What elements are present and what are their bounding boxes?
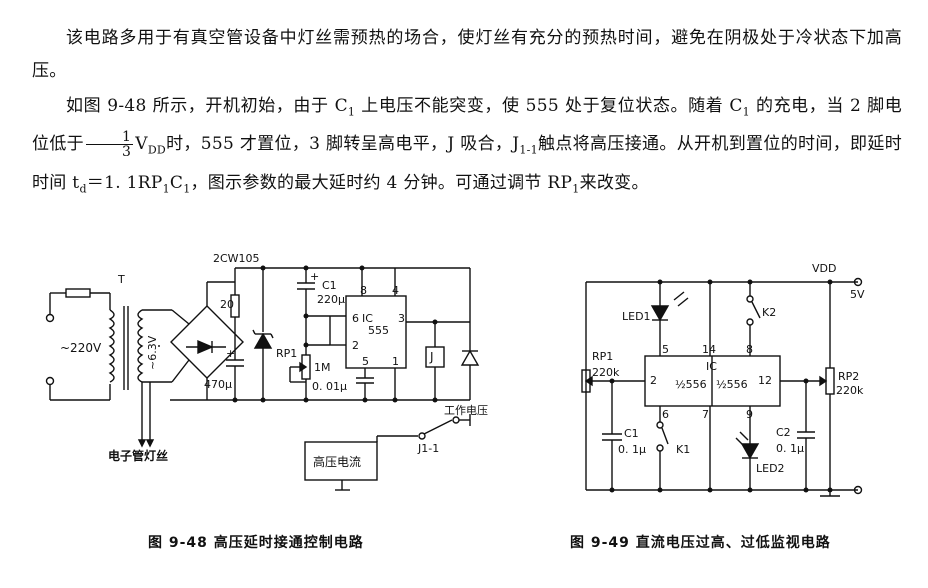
ac-input-label: ~220V	[60, 341, 102, 355]
plus-sign-c1: +	[310, 270, 319, 283]
transformer-label: T	[117, 273, 125, 286]
ic-pin-5: 5	[362, 355, 369, 368]
rp2-value: 220k	[836, 384, 864, 397]
hv-box-label: 高压电流	[313, 454, 361, 469]
figure-caption-9-48: 图 9-48 高压延时接通控制电路	[148, 535, 364, 551]
text-run: 如图 9-48 所示，开机初始，由于 C	[66, 96, 348, 116]
fraction-denominator: 3	[122, 144, 132, 161]
text-run: V	[135, 134, 148, 155]
ic2-pin-8: 8	[746, 343, 753, 356]
text-run: 时，555 才置位，3 脚转呈高电平，J 吸合，J	[166, 134, 520, 155]
k1-label: K1	[676, 443, 690, 456]
led2-label: LED2	[756, 462, 785, 475]
text-run: 的充电，当 2 脚电位低于	[32, 96, 903, 155]
ic-label: IC	[362, 312, 373, 325]
relay-label: J	[429, 350, 434, 364]
c1-label: C1	[624, 427, 639, 440]
ic-pin-6: 6	[352, 312, 359, 325]
cap-001-label: 0. 01μ	[312, 380, 347, 393]
ic2-pin-14: 14	[702, 343, 716, 356]
cap-470-label: 470μ	[204, 378, 232, 391]
ic2-pin-7: 7	[702, 408, 709, 421]
subscript: 1-1	[519, 143, 538, 157]
fraction-numerator: 1	[86, 130, 134, 146]
ic-pin-2: 2	[352, 339, 359, 352]
subscript: 1	[347, 105, 356, 119]
ic2-pin-2: 2	[650, 374, 657, 387]
filament-label: 电子管灯丝	[108, 448, 168, 463]
text-run: 触点将高压接通。从开机到置位的时间，即延时时间 t	[32, 134, 902, 193]
ic2-pin-12: 12	[758, 374, 772, 387]
r20-label: 20	[220, 298, 234, 311]
rp1-left-value: 220k	[592, 366, 620, 379]
ic-number: 555	[368, 324, 389, 337]
subscript: 1	[162, 182, 170, 196]
ic-pin-4: 4	[392, 284, 399, 297]
ic-pin-8: 8	[360, 284, 367, 297]
contact-label: J1-1	[417, 442, 439, 455]
ic-pin-1: 1	[392, 355, 399, 368]
v5-label: 5V	[850, 288, 865, 301]
ic2-half-1: ½556	[675, 378, 707, 391]
ic-pin-3: 3	[398, 312, 405, 325]
ic2-half-2: ½556	[716, 378, 748, 391]
k2-label: K2	[762, 306, 776, 319]
zener-label: 2CW105	[213, 252, 260, 265]
subscript: DD	[147, 143, 167, 157]
c2-label: C2	[776, 426, 791, 439]
subscript: d	[79, 182, 87, 196]
text-run: 来改变。	[579, 172, 649, 193]
work-voltage-label: 工作电压	[444, 404, 488, 417]
text-run: 上电压不能突变，使 555 处于复位状态。随着 C	[355, 96, 743, 116]
text-run: ，图示参数的最大延时约 4 分钟。可通过调节 RP	[190, 172, 573, 193]
cap-c1-label: C1	[322, 279, 337, 292]
paragraph-intro: 该电路多用于有真空管设备中灯丝需预热的场合，使灯丝有充分的预热时间，避免在阴极处…	[32, 28, 902, 81]
c2-value: 0. 1μ	[776, 442, 804, 455]
subscript: 1	[183, 182, 191, 196]
c1-value: 0. 1μ	[618, 443, 646, 456]
rp1-value: 1M	[314, 361, 331, 374]
secondary-voltage-label: ~6.3V	[146, 335, 159, 370]
vdd-label: VDD	[812, 262, 836, 275]
cap-c1-value: 220μ	[317, 293, 345, 306]
rp1-label: RP1	[276, 347, 297, 360]
rp1-left-label: RP1	[592, 350, 613, 363]
rp2-label: RP2	[838, 370, 859, 383]
subscript: 1	[742, 105, 750, 119]
text-run: ＝1. 1RP	[86, 172, 163, 193]
ic2-pin-5: 5	[662, 343, 669, 356]
led1-label: LED1	[622, 310, 651, 323]
figure-caption-9-49: 图 9-49 直流电压过高、过低监视电路	[570, 535, 831, 551]
ic2-pin-6: 6	[662, 408, 669, 421]
ic2-label: IC	[706, 360, 717, 373]
text-run: C	[169, 172, 184, 193]
paragraph-description: 如图 9-48 所示，开机初始，由于 C1 上电压不能突变，使 555 处于复位…	[32, 90, 902, 205]
plus-sign-470: +	[226, 347, 235, 360]
ic2-pin-9: 9	[746, 408, 753, 421]
subscript: 1	[572, 182, 580, 196]
